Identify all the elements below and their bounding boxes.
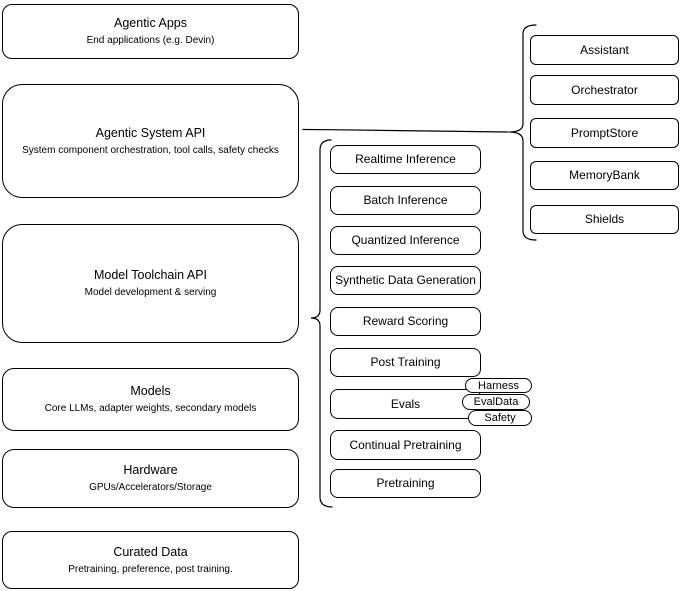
node-title: Agentic System API (95, 125, 206, 140)
node-title: Model Toolchain API (93, 268, 208, 282)
tag-harness: Harness (465, 378, 532, 393)
node-pretraining: Pretraining (330, 469, 481, 498)
model-toolchain-bracket (310, 139, 333, 508)
node-orchestrator: Orchestrator (530, 75, 679, 105)
node-title: Curated Data (113, 544, 188, 559)
node-title: Hardware (123, 463, 178, 477)
node-assistant: Assistant (530, 35, 679, 65)
node-reward-scoring: Reward Scoring (330, 307, 481, 336)
tag-safety: Safety (468, 410, 532, 426)
node-subtitle: Core LLMs, adapter weights, secondary mo… (44, 403, 257, 414)
node-hardware: Hardware GPUs/Accelerators/Storage (2, 449, 299, 508)
node-title: Models (130, 384, 171, 398)
node-batch-inference: Batch Inference (330, 186, 481, 215)
node-models: Models Core LLMs, adapter weights, secon… (2, 368, 299, 431)
node-subtitle: End applications (e.g. Devin) (86, 35, 215, 46)
system-api-connector-line (302, 128, 509, 133)
node-post-training: Post Training (330, 348, 481, 377)
node-memorybank: MemoryBank (530, 161, 679, 190)
node-shields: Shields (530, 205, 679, 234)
node-subtitle: System component orchestration, tool cal… (22, 144, 279, 156)
node-quantized-inference: Quantized Inference (330, 226, 481, 255)
node-subtitle: Pretraining, preference, post training. (68, 563, 233, 575)
node-model-toolchain-api: Model Toolchain API Model development & … (2, 224, 299, 343)
node-title: Agentic Apps (114, 16, 187, 30)
node-realtime-inference: Realtime Inference (330, 145, 481, 174)
node-synthetic-data-generation: Synthetic Data Generation (330, 266, 481, 295)
tag-evaldata: EvalData (462, 394, 530, 410)
node-promptstore: PromptStore (530, 118, 679, 148)
node-agentic-system-api: Agentic System API System component orch… (2, 84, 299, 198)
node-continual-pretraining: Continual Pretraining (330, 430, 481, 460)
node-evals: Evals (330, 389, 481, 419)
node-subtitle: GPUs/Accelerators/Storage (89, 482, 212, 493)
node-subtitle: Model development & serving (84, 287, 217, 298)
node-curated-data: Curated Data Pretraining, preference, po… (2, 531, 299, 589)
node-agentic-apps: Agentic Apps End applications (e.g. Devi… (2, 4, 299, 59)
